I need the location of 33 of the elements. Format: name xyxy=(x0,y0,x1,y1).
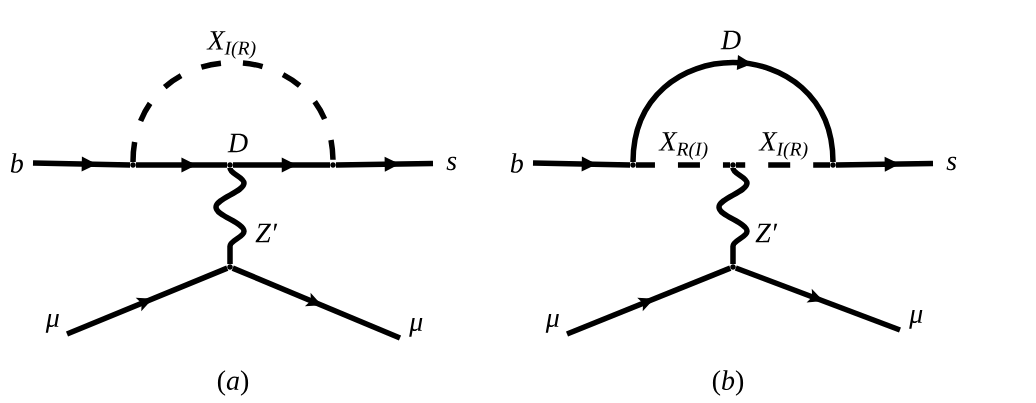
particle-label: s xyxy=(446,156,457,171)
arrow-line xyxy=(32,156,131,172)
arrow-line xyxy=(335,156,434,172)
dashed-line xyxy=(735,162,831,168)
arrow-line xyxy=(532,156,631,172)
particle-label: μ xyxy=(409,317,423,337)
edge-label: Z′ xyxy=(255,223,278,243)
edge-label: X$_{I(R)}$ xyxy=(206,31,256,59)
edge-label: X$_{I(R)}$ xyxy=(758,132,808,160)
edge-label: D xyxy=(720,30,741,50)
wavy-line xyxy=(213,167,247,265)
wavy-line xyxy=(716,167,750,265)
dashed-arc xyxy=(130,60,336,163)
particle-label: μ xyxy=(545,313,559,333)
particle-label: μ xyxy=(45,313,59,333)
edge-label: X$_{R(I)}$ xyxy=(658,132,708,160)
edge-label: Z′ xyxy=(755,223,778,243)
panel-caption: (a) xyxy=(217,370,249,396)
panel-caption: (b) xyxy=(712,370,744,396)
particle-label: b xyxy=(510,153,523,173)
particle-label: s xyxy=(946,156,957,171)
edge-label: D xyxy=(227,133,248,153)
arrow-line xyxy=(135,157,228,173)
arrow-line xyxy=(734,265,901,333)
arrow-line xyxy=(65,265,229,337)
arrow-arc xyxy=(630,55,836,163)
particle-label: μ xyxy=(909,309,923,329)
arrow-line xyxy=(232,157,331,173)
arrow-line xyxy=(566,265,732,337)
dashed-line xyxy=(635,162,731,168)
arrow-line xyxy=(231,265,402,341)
particle-label: b xyxy=(10,153,23,173)
arrow-line xyxy=(835,156,934,172)
